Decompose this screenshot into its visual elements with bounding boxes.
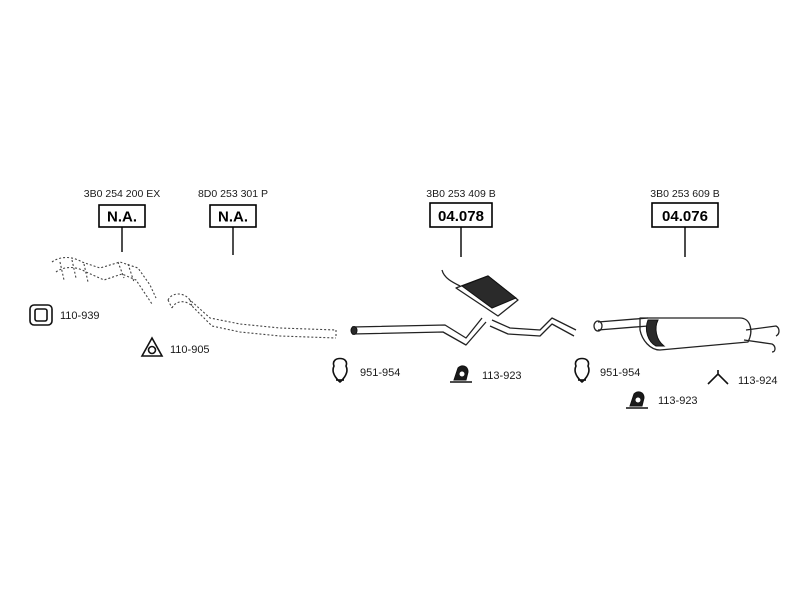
assembly-ref: 3B0 254 200 EX (84, 188, 160, 200)
part-number-box[interactable] (429, 202, 493, 228)
catalytic-converter-drawing (51, 256, 157, 305)
gasket-icon (29, 304, 53, 326)
fitting-113-924[interactable]: 113-924 (707, 370, 778, 387)
fitting-113-923-b[interactable]: 113-923 (626, 391, 698, 409)
rubber-mount-hole (635, 397, 641, 403)
gasket-inner (34, 308, 48, 322)
assembly-ref: 8D0 253 301 P (198, 188, 268, 200)
fitting-110-939[interactable]: 110-939 (29, 304, 100, 326)
assembly-ref: 3B0 253 409 B (426, 188, 495, 200)
flange-gasket-icon (140, 336, 164, 357)
fitting-code: 951-954 (360, 367, 400, 379)
middle-silencer-drawing (350, 269, 577, 346)
part-number-label: N.A. (218, 209, 248, 226)
fitting-code: 113-924 (738, 375, 778, 387)
assembly-rear-silencer: 3B0 253 609 B 04.076 (650, 188, 720, 257)
flange-hole (147, 345, 157, 355)
fitting-951-954-b[interactable]: 951-954 (574, 357, 640, 384)
front-pipe-drawing (167, 293, 337, 339)
fitting-code: 113-923 (482, 370, 522, 382)
fitting-code: 110-939 (60, 310, 100, 322)
fitting-code: 113-923 (658, 395, 698, 407)
assembly-catalytic-converter: 3B0 254 200 EX N.A. (84, 188, 160, 252)
part-number-label: 04.076 (662, 208, 708, 225)
part-number-label: N.A. (107, 209, 137, 226)
fitting-951-954-a[interactable]: 951-954 (332, 357, 400, 384)
y-hanger-icon (707, 370, 729, 385)
assembly-ref: 3B0 253 609 B (650, 188, 719, 200)
fitting-113-923-a[interactable]: 113-923 (450, 365, 522, 383)
fitting-code: 110-905 (170, 344, 210, 356)
assembly-middle-silencer: 3B0 253 409 B 04.078 (426, 188, 496, 257)
clamp-icon (574, 357, 590, 384)
rear-silencer-drawing (593, 317, 780, 353)
part-number-label: 04.078 (438, 208, 484, 225)
fitting-code: 951-954 (600, 367, 640, 379)
fitting-110-905[interactable]: 110-905 (140, 336, 210, 357)
assembly-front-pipe: 8D0 253 301 P N.A. (198, 188, 268, 255)
rubber-mount-hole (459, 371, 465, 377)
clamp-icon (332, 357, 348, 384)
